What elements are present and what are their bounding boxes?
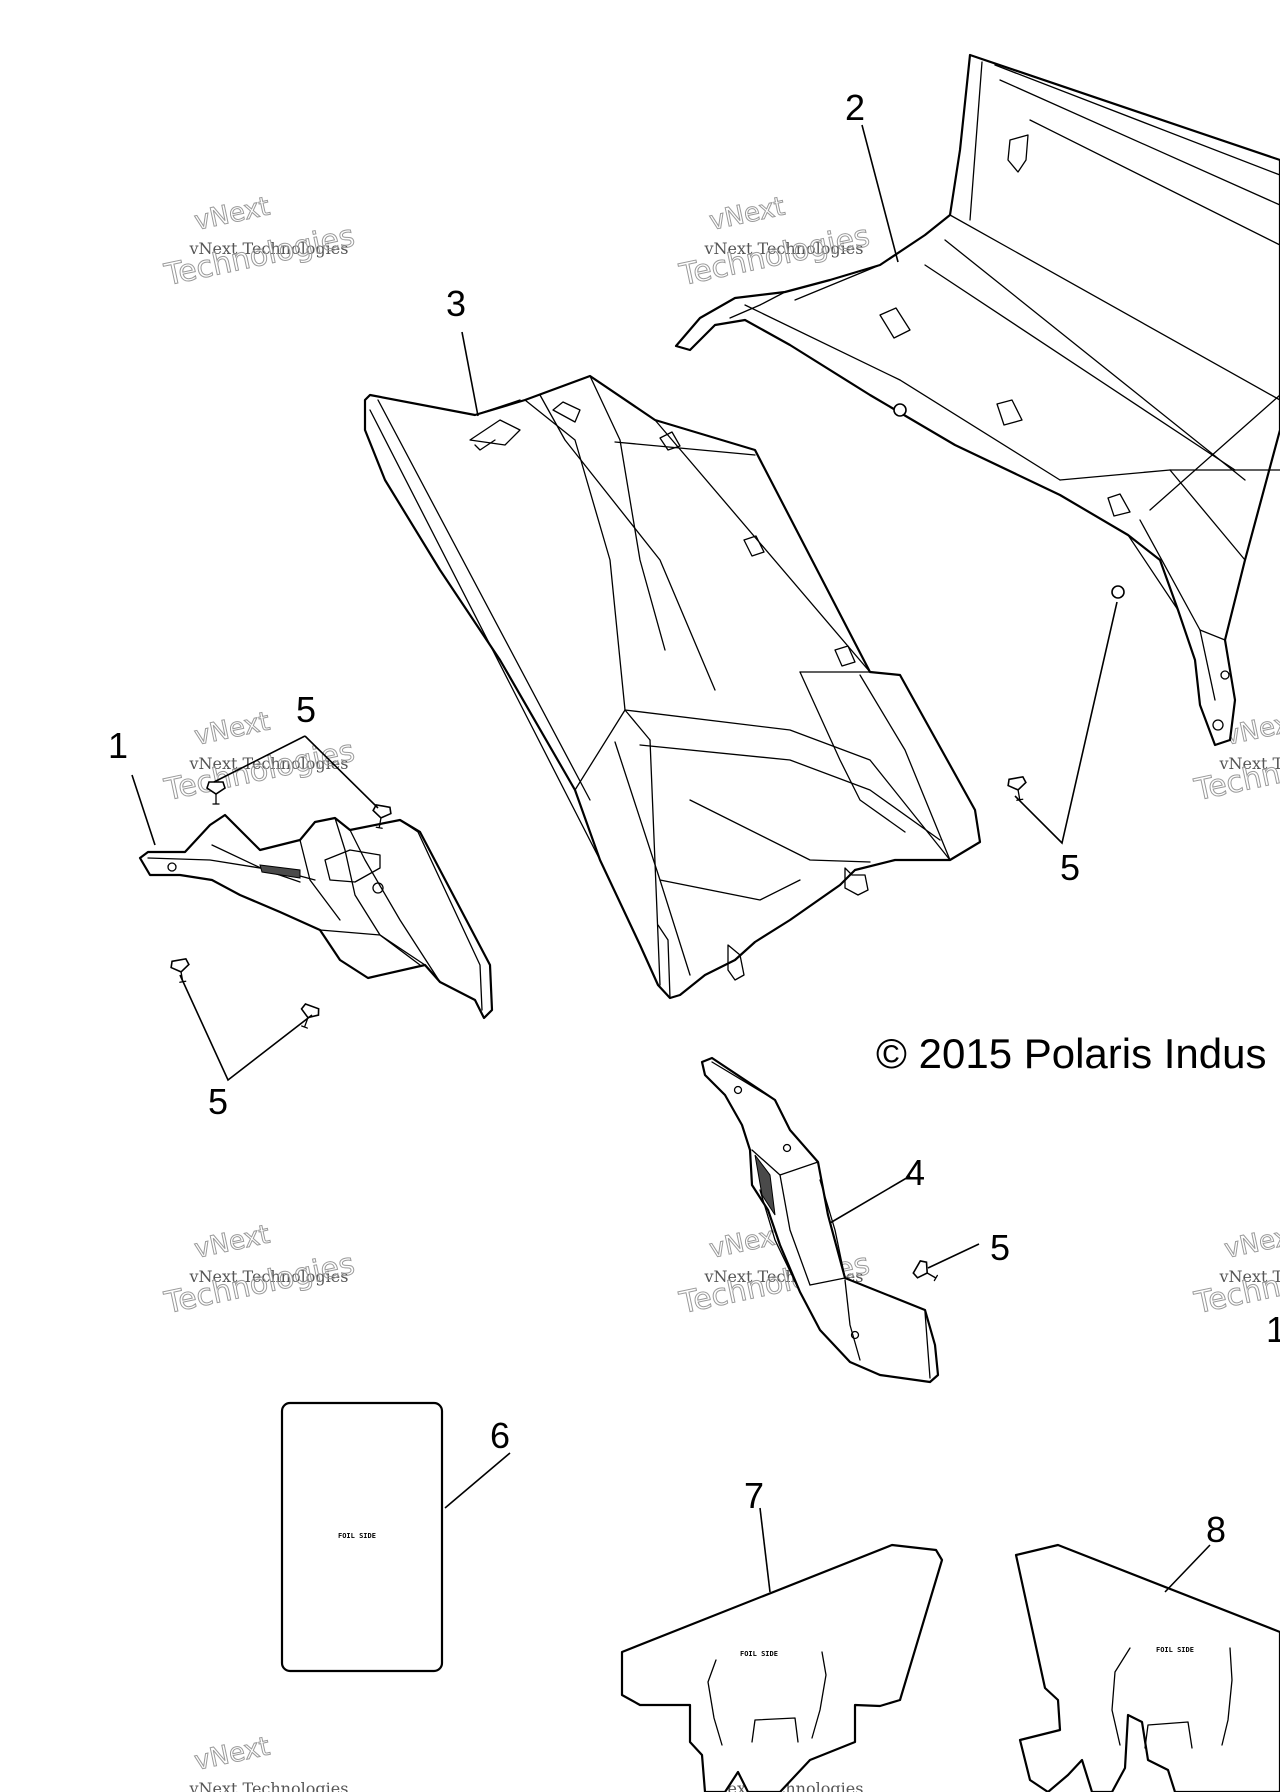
watermark: vNext vNext Technologies Technologies bbox=[1190, 1219, 1280, 1322]
leader-lines bbox=[131, 124, 1211, 1593]
callout-5-upper-left: 5 bbox=[296, 689, 316, 730]
watermark-line2: vNext Technologies bbox=[188, 1779, 348, 1792]
push-rivet bbox=[170, 957, 190, 983]
callout-labels: 1 2 3 5 5 5 4 5 6 7 8 1 bbox=[108, 87, 1280, 1550]
foil-side-label: FOIL SIDE bbox=[1156, 1646, 1194, 1654]
callout-6: 6 bbox=[490, 1415, 510, 1456]
callout-7: 7 bbox=[744, 1475, 764, 1516]
callout-8: 8 bbox=[1206, 1509, 1226, 1550]
watermark-line1: vNext bbox=[192, 1220, 273, 1265]
part-2-panel bbox=[674, 53, 1280, 747]
watermark: vNext vNext Technologies Technologies bbox=[160, 191, 358, 294]
watermark-line3: Technologies bbox=[161, 1247, 358, 1322]
part-4-bracket bbox=[700, 1056, 940, 1384]
watermark-line2: vNext Technologies bbox=[188, 754, 348, 773]
watermark-line1: vNext bbox=[192, 192, 273, 237]
foil-side-label: FOIL SIDE bbox=[740, 1650, 778, 1658]
push-rivet bbox=[300, 1003, 320, 1029]
watermark-line1: vNext bbox=[192, 707, 273, 752]
part-7-foil-shield: FOIL SIDE bbox=[620, 1543, 944, 1792]
watermark-line1: vNext bbox=[1222, 1220, 1280, 1265]
watermark-line2: vNext Technologies bbox=[1218, 1267, 1280, 1286]
callout-5-lower-center: 5 bbox=[990, 1227, 1010, 1268]
watermark: vNext vNext Technologies Technologies bbox=[160, 1219, 358, 1322]
copyright-notice: © 2015 Polaris Indus bbox=[876, 1030, 1267, 1077]
watermark-line2: vNext Technologies bbox=[188, 239, 348, 258]
part-6-foil-decal: FOIL SIDE bbox=[280, 1401, 444, 1673]
watermark-line1: vNext bbox=[707, 192, 788, 237]
callout-4: 4 bbox=[905, 1152, 925, 1193]
push-rivet bbox=[912, 1260, 939, 1282]
watermark-line2: vNext Technologies bbox=[703, 239, 863, 258]
watermark-line1: vNext bbox=[192, 1732, 273, 1777]
watermark-line3: Technologies bbox=[161, 734, 358, 809]
push-rivet bbox=[206, 781, 226, 805]
part-3-fender bbox=[363, 374, 982, 1000]
callout-2: 2 bbox=[845, 87, 865, 128]
watermark-line3: Technologies bbox=[161, 219, 358, 294]
part-1-bracket bbox=[138, 813, 494, 1020]
callout-1: 1 bbox=[108, 725, 128, 766]
foil-side-label: FOIL SIDE bbox=[338, 1532, 376, 1540]
watermark-line2: vNext Technologies bbox=[188, 1267, 348, 1286]
watermark: vNext vNext Technologies Technologies bbox=[160, 706, 358, 809]
push-rivet bbox=[1007, 775, 1027, 801]
fasteners bbox=[170, 775, 1027, 1282]
watermark: vNext vNext Technologies bbox=[188, 1731, 348, 1792]
callout-5-lower-left: 5 bbox=[208, 1081, 228, 1122]
part-8-foil-shield: FOIL SIDE bbox=[1014, 1543, 1280, 1792]
callout-3: 3 bbox=[446, 283, 466, 324]
callout-edge-partial: 1 bbox=[1266, 1309, 1280, 1350]
watermark-line2: vNext Technologies bbox=[1218, 754, 1280, 773]
callout-5-right: 5 bbox=[1060, 847, 1080, 888]
